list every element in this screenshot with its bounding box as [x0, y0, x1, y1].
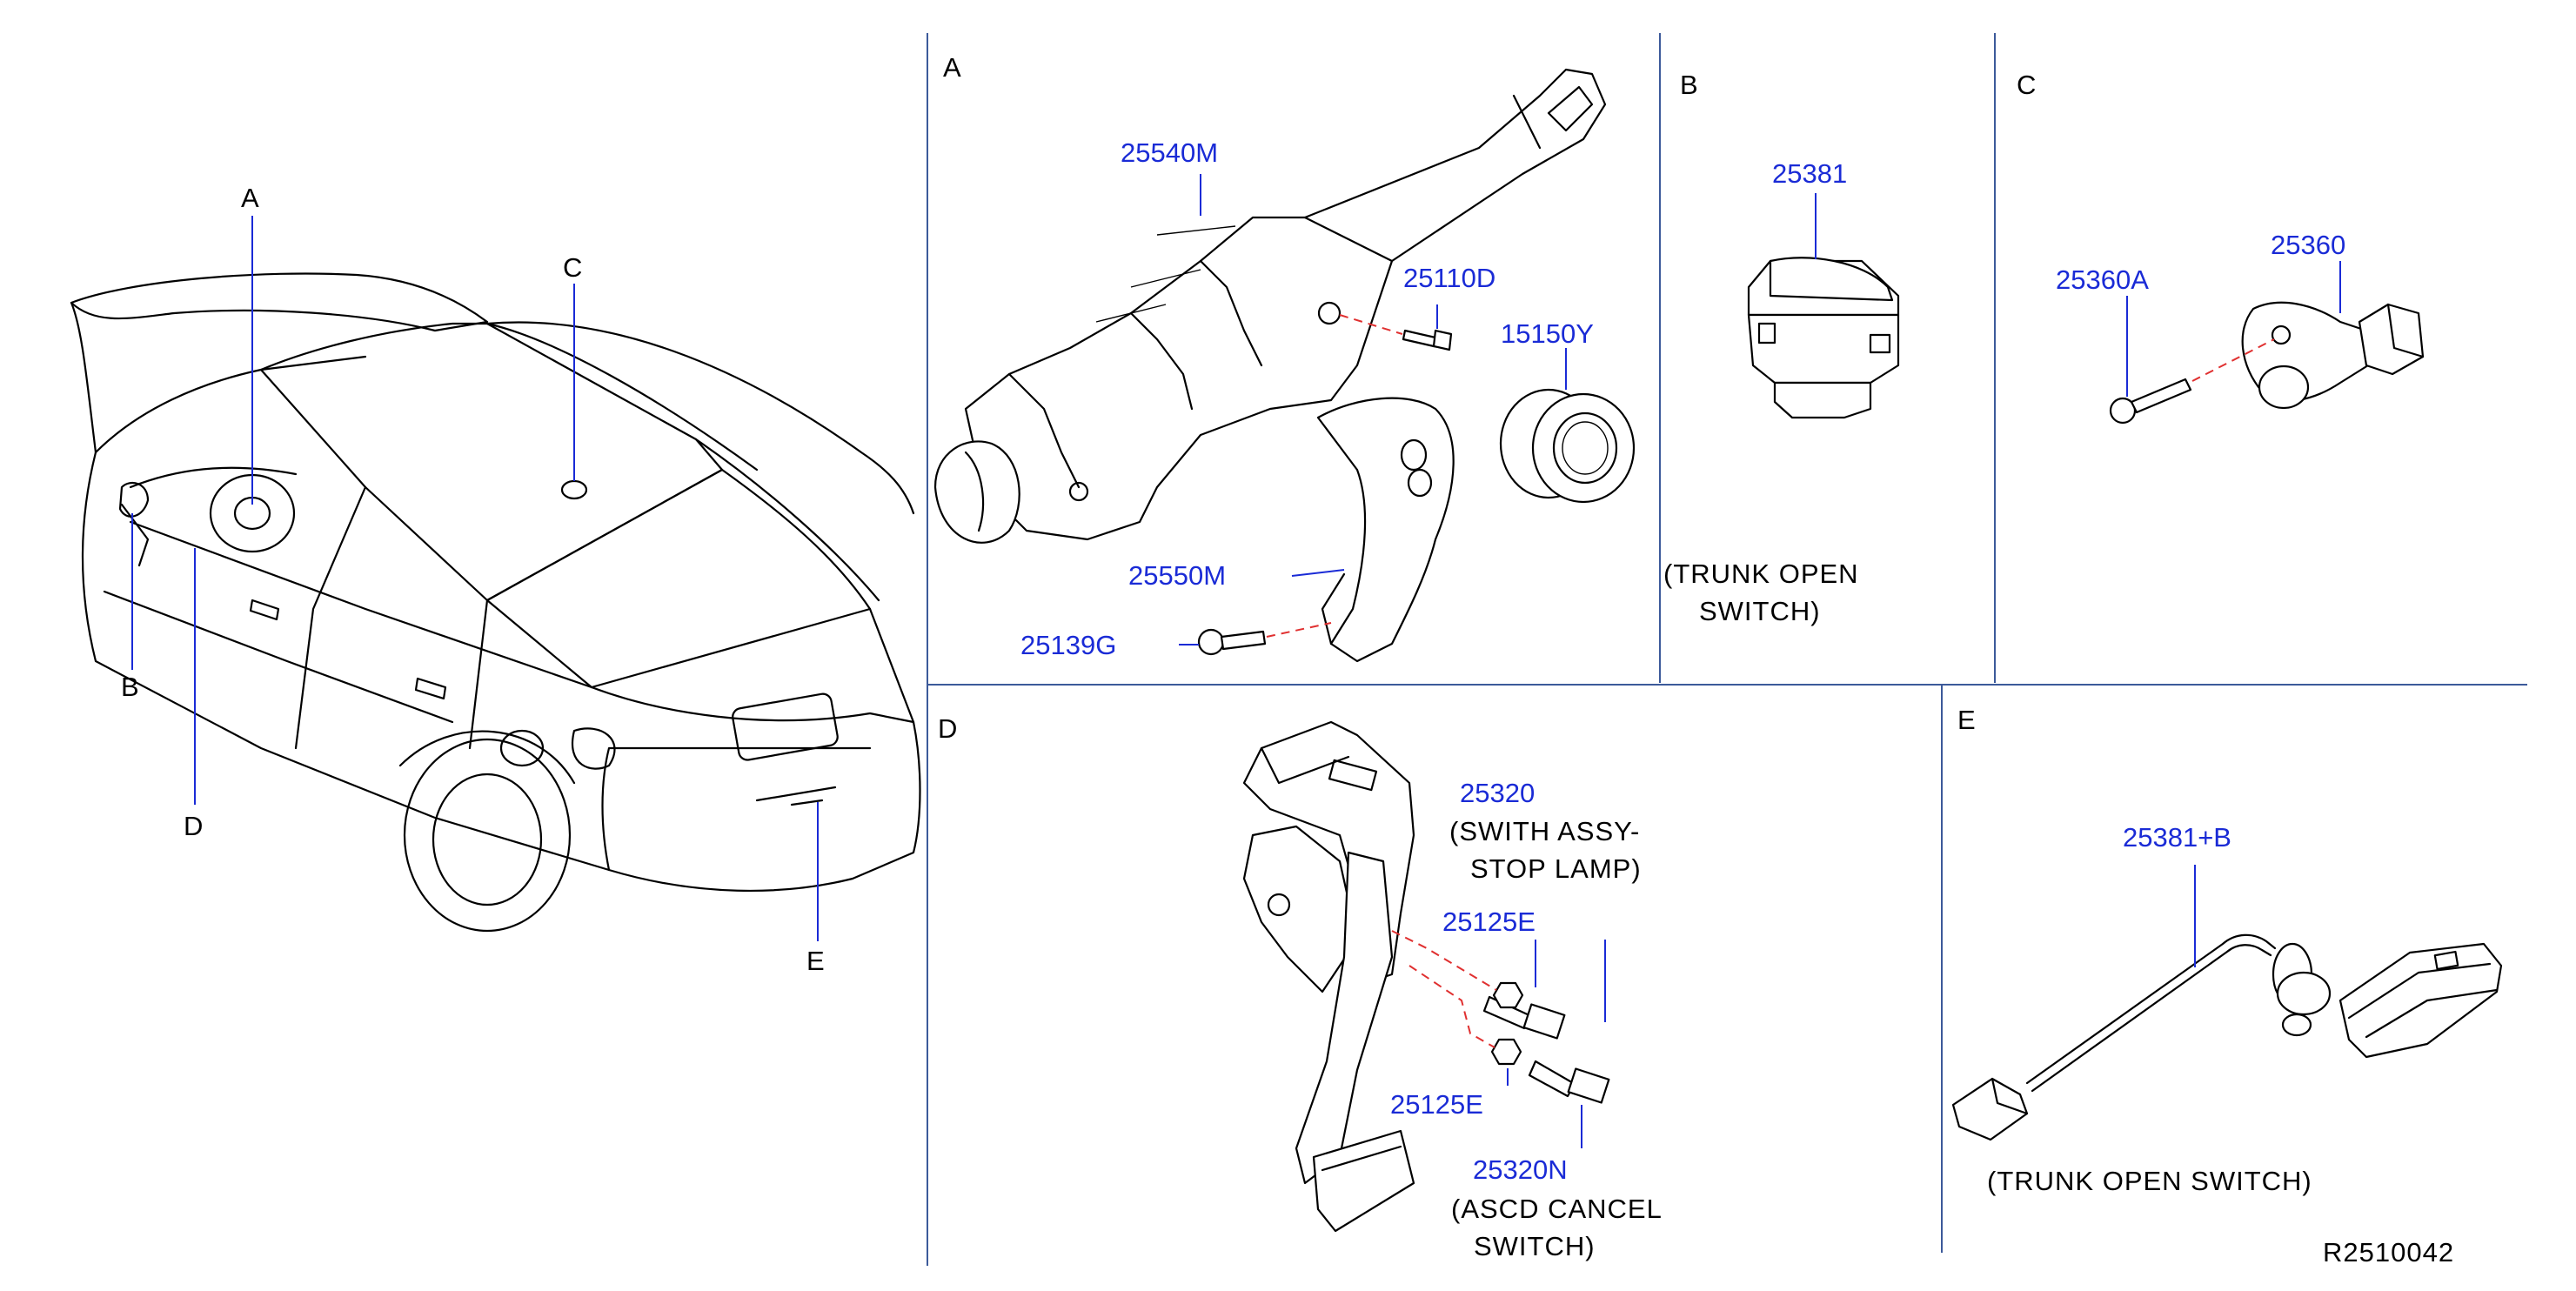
- car-callout-b: B: [121, 672, 139, 702]
- part-number-25381-b: 25381+B: [2123, 822, 2231, 853]
- brake-pedal-assembly-drawing: [1242, 720, 1415, 1233]
- screw-25110d-drawing: [1402, 329, 1453, 351]
- car-callout-a: A: [241, 183, 259, 213]
- part-number-15150y: 15150Y: [1501, 318, 1594, 349]
- car-callout-e: E: [806, 946, 825, 976]
- bezel-15150y-drawing: [1499, 388, 1636, 504]
- car-callout-c: C: [563, 252, 582, 283]
- part-number-25139g: 25139G: [1020, 630, 1116, 660]
- section-label-c: C: [2017, 70, 2036, 100]
- stop-lamp-switch-drawing: [1482, 995, 1566, 1040]
- caption-b-line2: SWITCH): [1699, 596, 1821, 626]
- part-number-25360a: 25360A: [2056, 264, 2149, 295]
- part-number-25320n: 25320N: [1473, 1154, 1568, 1185]
- trunk-open-switch-harness-drawing: [1951, 933, 2503, 1141]
- section-label-b: B: [1680, 70, 1698, 100]
- car-overview-drawing: [70, 272, 921, 933]
- caption-ascd-line2: SWITCH): [1474, 1231, 1596, 1261]
- diagram-reference-code: R2510042: [2323, 1237, 2454, 1268]
- cover-25550m-drawing: [1316, 397, 1455, 663]
- part-number-25550m: 25550M: [1128, 560, 1226, 591]
- section-label-a: A: [943, 52, 961, 83]
- panel-dividers: [927, 33, 2527, 1266]
- lock-nuts-25125e-drawing: [1490, 981, 1524, 1066]
- screw-25360a-drawing: [2109, 378, 2192, 425]
- car-callout-d: D: [184, 811, 203, 841]
- part-number-25360: 25360: [2271, 230, 2345, 260]
- section-label-d: D: [938, 713, 957, 744]
- door-switch-25360-drawing: [2241, 301, 2425, 410]
- part-number-25125e-top: 25125E: [1442, 906, 1536, 937]
- ascd-cancel-switch-drawing: [1528, 1060, 1610, 1104]
- combination-switch-drawing: [933, 68, 1607, 544]
- screw-25139g-drawing: [1197, 628, 1267, 656]
- caption-stop-lamp-line1: (SWITH ASSY-: [1449, 816, 1640, 846]
- caption-stop-lamp-line2: STOP LAMP): [1470, 853, 1642, 884]
- part-number-25125e-bottom: 25125E: [1390, 1089, 1483, 1120]
- caption-ascd-line1: (ASCD CANCEL: [1451, 1194, 1663, 1224]
- section-label-e: E: [1957, 705, 1976, 735]
- caption-e: (TRUNK OPEN SWITCH): [1987, 1166, 2312, 1196]
- trunk-switch-25381-drawing: [1747, 257, 1900, 419]
- part-number-25540m: 25540M: [1121, 137, 1218, 168]
- part-number-25381: 25381: [1772, 158, 1847, 189]
- part-number-25320: 25320: [1460, 778, 1535, 808]
- car-callout-leaders: [131, 216, 819, 941]
- part-number-25110d: 25110D: [1403, 263, 1495, 293]
- caption-b-line1: (TRUNK OPEN: [1663, 559, 1859, 589]
